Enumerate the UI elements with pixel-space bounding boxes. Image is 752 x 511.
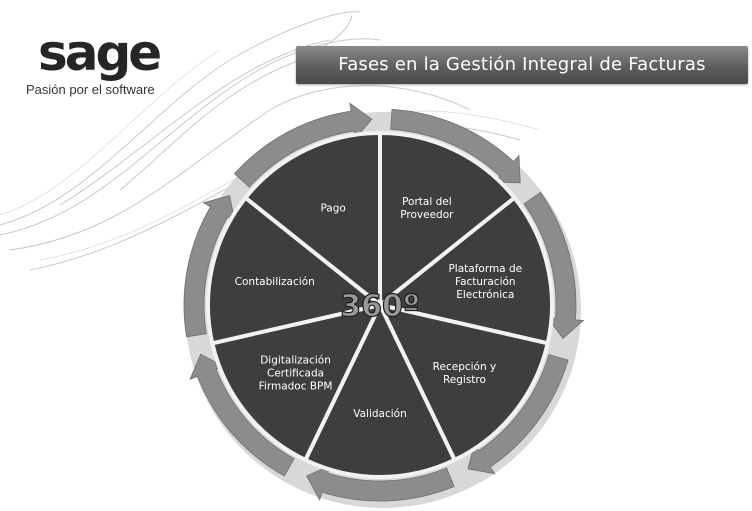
- logo-tagline: Pasión por el software: [26, 82, 155, 97]
- phase-sector: [378, 195, 554, 346]
- cycle-arrow: [523, 191, 585, 340]
- phase-sector: [206, 195, 382, 346]
- phase-sector: [303, 303, 457, 479]
- phase-sector: [210, 303, 382, 462]
- phase-sector: [378, 131, 517, 307]
- phase-label: Contabilización: [235, 276, 315, 288]
- title-banner: Fases en la Gestión Integral de Facturas: [296, 46, 748, 84]
- cycle-arrow: [390, 108, 521, 184]
- sage-logo: sage Pasión por el software: [26, 24, 176, 97]
- center-label: 360º: [340, 289, 420, 324]
- cycle-arrow: [467, 354, 569, 475]
- cycle-arrow: [189, 353, 295, 477]
- cycle-arrow: [233, 102, 373, 188]
- cycle-arrow: [183, 194, 236, 338]
- diagram-title: Fases en la Gestión Integral de Facturas: [338, 54, 706, 75]
- cycle-arrow: [306, 464, 455, 502]
- phase-label: Pago: [320, 203, 345, 215]
- phase-label: Validación: [353, 408, 407, 420]
- logo-wordmark: sage: [38, 24, 162, 82]
- phase-sector: [243, 131, 382, 307]
- phase-sector: [378, 303, 550, 462]
